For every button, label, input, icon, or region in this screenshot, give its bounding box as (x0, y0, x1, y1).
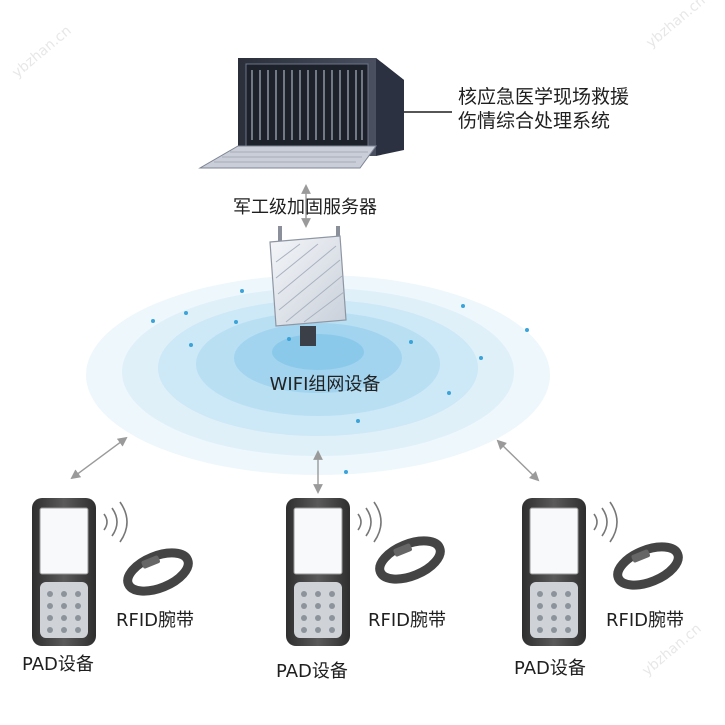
keyboard-keys (214, 151, 368, 163)
ap-antenna (336, 226, 340, 242)
rf-wave-icon-left (103, 501, 128, 543)
pad-keys (537, 591, 571, 633)
pad-label-right: PAD设备 (514, 658, 586, 679)
pad-label-left: PAD设备 (22, 654, 94, 675)
wifi-pad-connector-left (70, 436, 128, 480)
rfid-wristband-right (613, 542, 683, 590)
signal-dot (234, 320, 238, 324)
rf-wave-icon-right (593, 501, 618, 543)
rf-wave-icon-center (357, 501, 382, 543)
pad-device-right (522, 498, 586, 646)
signal-dot (240, 289, 244, 293)
rfid-label-left: RFID腕带 (116, 610, 195, 631)
server-label: 军工级加固服务器 (233, 197, 377, 218)
signal-dot (344, 470, 348, 474)
system-name-line-2: 伤情综合处理系统 (458, 109, 611, 132)
ap-connector (300, 326, 316, 346)
signal-dot (151, 319, 155, 323)
server-rack-image (198, 58, 404, 169)
signal-dot (447, 391, 451, 395)
signal-dot (356, 419, 360, 423)
rfid-label-right: RFID腕带 (606, 610, 685, 631)
signal-dot (184, 311, 188, 315)
signal-dots (151, 289, 529, 474)
signal-dot (189, 343, 193, 347)
wifi-access-point-image (269, 226, 347, 346)
system-name-line-1: 核应急医学现场救援 (458, 86, 630, 108)
rfid-label-center: RFID腕带 (368, 610, 447, 631)
pad-device-left (32, 498, 96, 646)
coverage-ring-6 (272, 334, 364, 370)
pad-keys (301, 591, 335, 633)
signal-dot (461, 304, 465, 308)
pad-screen (293, 507, 343, 575)
signal-dot (409, 340, 413, 344)
signal-dot (479, 356, 483, 360)
wifi-pad-connector-right (496, 439, 540, 482)
server-drive-slots (251, 70, 363, 140)
ap-antenna (278, 226, 282, 242)
ap-fins (275, 243, 345, 323)
pad-keys (47, 591, 81, 633)
wifi-coverage-rings (86, 275, 550, 475)
signal-dot (525, 328, 529, 332)
pad-device-center (286, 498, 350, 646)
rfid-wristband-left (123, 548, 193, 596)
ap-body (269, 235, 347, 327)
system-name-label: 核应急医学现场救援 伤情综合处理系统 (458, 86, 629, 134)
wifi-device-label: WIFI组网设备 (269, 374, 381, 395)
server-side-face (376, 58, 404, 156)
signal-dot (287, 337, 291, 341)
server-bay-panel (245, 63, 369, 147)
rfid-wristband-center (375, 536, 445, 584)
pad-screen (529, 507, 579, 575)
pad-label-center: PAD设备 (276, 661, 348, 682)
pad-screen (39, 507, 89, 575)
